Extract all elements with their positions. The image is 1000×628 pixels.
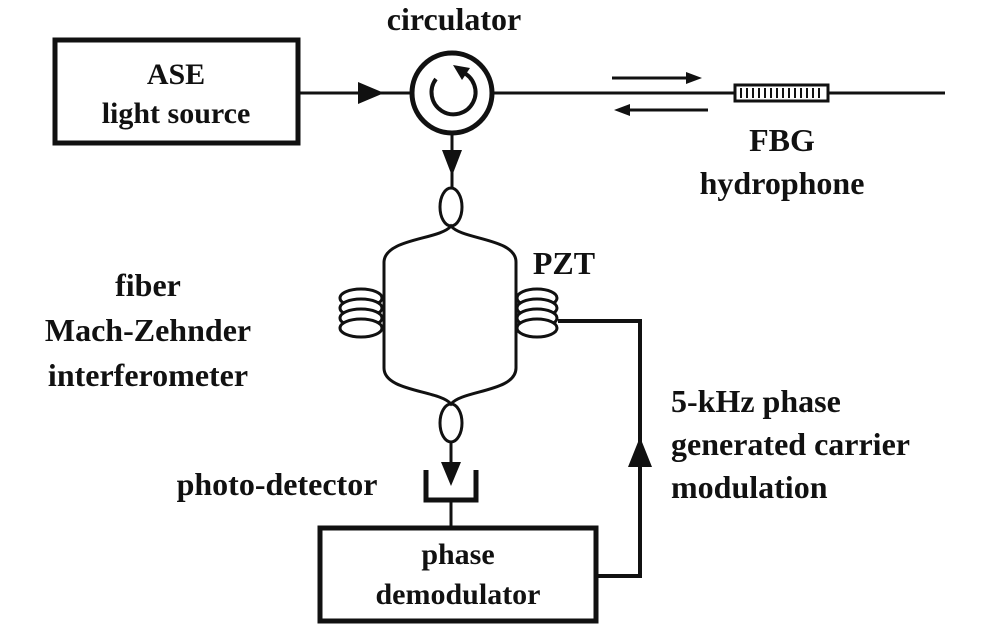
ase-label-line2: light source — [102, 97, 251, 130]
fbg-label-line1: FBG — [749, 122, 815, 158]
output-coupler — [438, 402, 464, 444]
circulator: circulator — [387, 1, 521, 136]
interferometer-label-line1: fiber — [115, 267, 181, 303]
interferometer-label-line2: Mach-Zehnder — [45, 312, 251, 348]
fbg-body — [733, 83, 830, 103]
reflected-propagation-arrow — [614, 104, 708, 116]
ase-label-line1: ASE — [147, 58, 205, 91]
reference-arm-coil — [338, 287, 384, 339]
pgc-label-line1: 5-kHz phase — [671, 383, 841, 419]
circulator-rotation-arrowhead — [453, 65, 470, 80]
pzt-coil — [515, 287, 559, 339]
fbg-grating — [733, 83, 830, 103]
arrow-source-to-circulator — [358, 82, 384, 104]
arrow-interferometer-to-detector — [441, 462, 461, 486]
ase-light-source: ASE light source — [52, 37, 301, 146]
input-coupler — [438, 186, 464, 228]
fbg-label-line2: hydrophone — [700, 165, 865, 201]
fbg-grating-lines — [740, 88, 820, 98]
circulator-rotation-arc — [429, 70, 478, 117]
circulator-outer-ring — [409, 50, 495, 136]
forward-propagation-arrow — [612, 72, 702, 84]
arrow-circulator-to-interferometer — [442, 150, 462, 176]
circulator-label: circulator — [387, 1, 521, 37]
demodulator-label-line2: demodulator — [376, 578, 541, 611]
feedback-wire-demodulator-to-pzt — [558, 319, 642, 578]
pzt-label: PZT — [533, 245, 595, 281]
demodulator-label-line1: phase — [421, 538, 494, 571]
pgc-label-line2: generated carrier — [671, 426, 910, 462]
interferometer-label-line3: interferometer — [48, 357, 248, 393]
feedback-arrow — [628, 437, 652, 467]
phase-demodulator: phase demodulator — [317, 525, 599, 624]
interferometer-arms — [382, 223, 518, 407]
pgc-label-line3: modulation — [671, 469, 828, 505]
photodetector-label: photo-detector — [177, 466, 378, 502]
